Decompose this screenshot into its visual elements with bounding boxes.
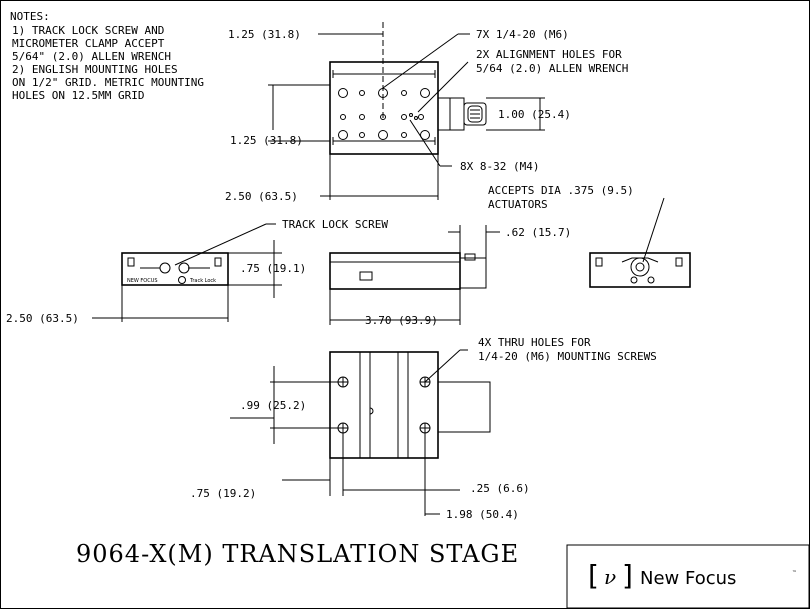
callout-thru-holes-2: 1/4-20 (M6) MOUNTING SCREWS: [478, 350, 657, 363]
brand-logo-mark: ν: [604, 565, 616, 589]
callout-thru-holes-1: 4X THRU HOLES FOR: [478, 336, 591, 349]
callout-8x: 8X 8-32 (M4): [460, 160, 539, 173]
dim-top-width: 2.50 (63.5): [225, 190, 298, 203]
end-view-right: ACCEPTS DIA .375 (9.5) ACTUATORS: [488, 184, 691, 288]
bottom-view: 4X THRU HOLES FOR 1/4-20 (M6) MOUNTING S…: [190, 336, 657, 521]
dim-top-left: 1.25 (31.8): [228, 28, 301, 41]
dim-top-mid: 1.25 (31.8): [230, 134, 303, 147]
dim-end-width: 2.50 (63.5): [6, 312, 79, 325]
note-line-1: 1) TRACK LOCK SCREW AND: [12, 24, 164, 37]
dim-height: .75 (19.1): [240, 262, 306, 275]
note-line-4: 2) ENGLISH MOUNTING HOLES: [12, 63, 178, 76]
callout-align-line-2: 5/64 (2.0) ALLEN WRENCH: [476, 62, 628, 75]
callout-7x: 7X 1/4-20 (M6): [476, 28, 569, 41]
svg-text:[: [: [588, 559, 599, 592]
label-track-lock: Track Lock: [189, 278, 216, 284]
notes-block: NOTES: 1) TRACK LOCK SCREW AND MICROMETE…: [10, 10, 204, 102]
callout-align-line-1: 2X ALIGNMENT HOLES FOR: [476, 48, 622, 61]
note-line-6: HOLES ON 12.5MM GRID: [12, 89, 144, 102]
brand-box: [ ν ] New Focus ™: [566, 544, 810, 609]
dim-top-right: 1.00 (25.4): [498, 108, 571, 121]
dim-bottom-h3: 1.98 (50.4): [446, 508, 519, 521]
micrometer-actuator: [437, 97, 487, 131]
end-view-left: NEW FOCUS Track Lock TRACK LOCK SCREW 2.…: [6, 218, 388, 325]
note-line-2: MICROMETER CLAMP ACCEPT: [12, 37, 165, 50]
notes-heading: NOTES:: [10, 10, 50, 23]
dim-bottom-h1: .75 (19.2): [190, 487, 256, 500]
svg-text:]: ]: [622, 559, 633, 592]
callout-track-lock: TRACK LOCK SCREW: [282, 218, 388, 231]
note-line-3: 5/64" (2.0) ALLEN WRENCH: [12, 50, 171, 63]
top-view: 1.25 (31.8) 1.25 (31.8) 2.50 (63.5) 1.00…: [225, 22, 628, 203]
dim-bottom-h2: .25 (6.6): [470, 482, 530, 495]
dim-bottom-v: .99 (25.2): [240, 399, 306, 412]
side-view-center: .62 (15.7) 3.70 (93.9): [329, 225, 571, 327]
label-new-focus: NEW FOCUS: [127, 278, 158, 284]
drawing-title: 9064-X(M) TRANSLATION STAGE: [76, 540, 519, 568]
brand-trademark: ™: [792, 570, 797, 576]
top-view-holes: [338, 88, 430, 140]
note-line-5: ON 1/2" GRID. METRIC MOUNTING: [12, 76, 204, 89]
callout-accepts-1: ACCEPTS DIA .375 (9.5): [488, 184, 634, 197]
dim-offset: .62 (15.7): [505, 226, 571, 239]
callout-accepts-2: ACTUATORS: [488, 198, 548, 211]
brand-name: New Focus: [640, 568, 736, 589]
dim-length: 3.70 (93.9): [365, 314, 438, 327]
